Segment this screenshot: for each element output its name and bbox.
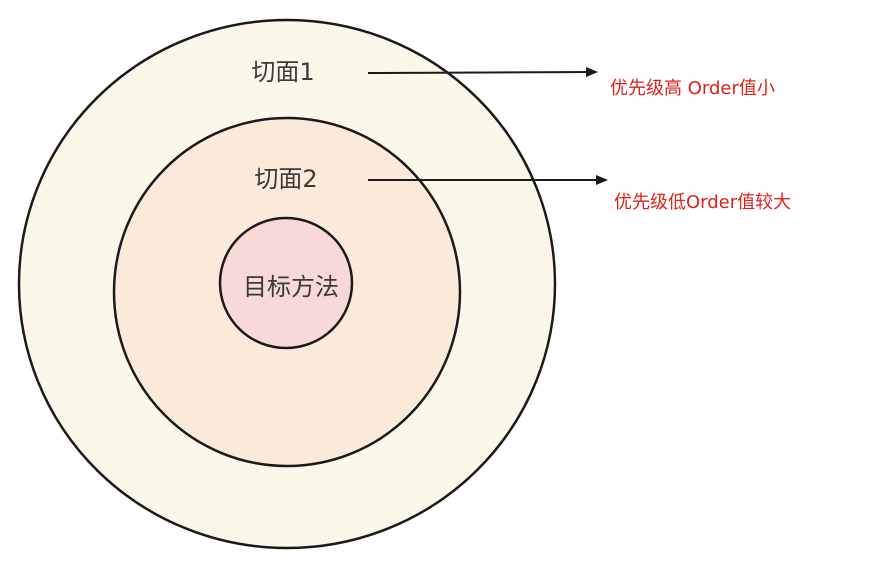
target-method-label: 目标方法 [243, 273, 339, 301]
outer-aspect-label: 切面1 [251, 58, 314, 86]
outer-aspect-arrow [367, 67, 598, 78]
inner-aspect-label: 切面2 [254, 165, 317, 193]
low-priority-annotation: 优先级低Order值较大 [614, 192, 791, 213]
high-priority-annotation: 优先级高 Order值小 [610, 78, 775, 99]
target-method-core [218, 216, 354, 350]
